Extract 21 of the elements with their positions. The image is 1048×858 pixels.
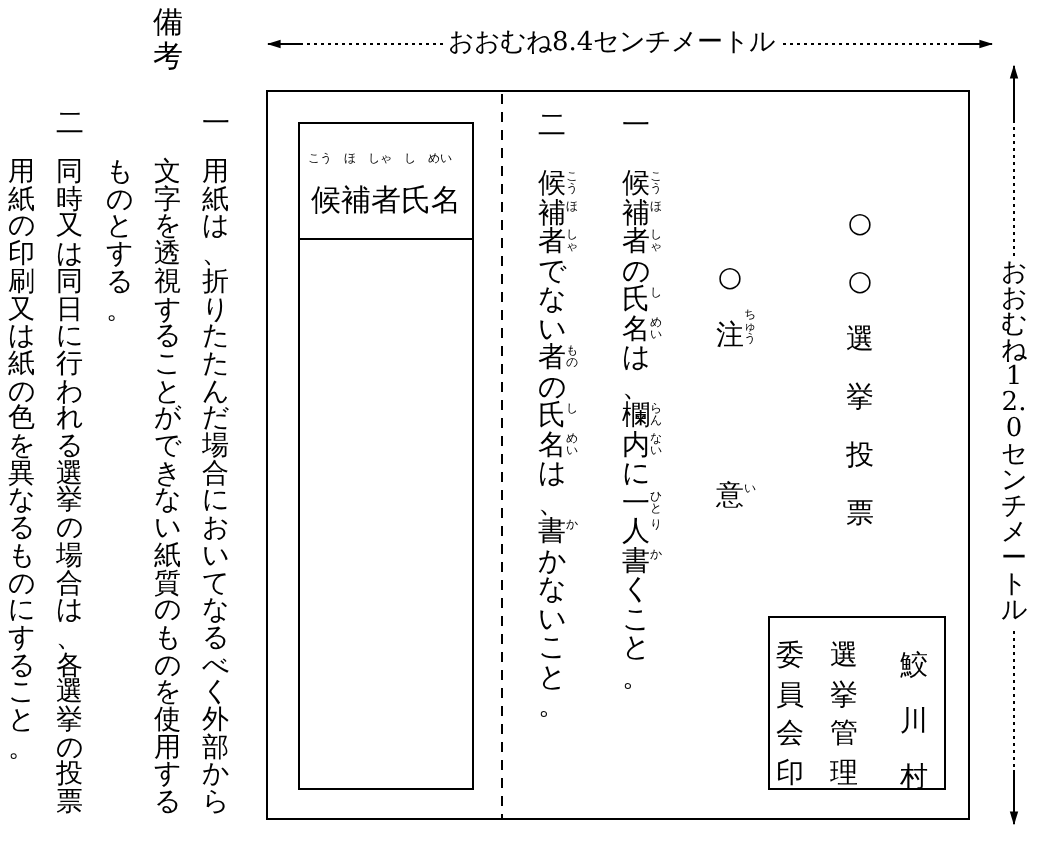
name-heading: 候補者氏名 <box>309 184 463 216</box>
remarks-heading: 備考 <box>153 6 183 74</box>
item-number: 一 <box>202 110 230 138</box>
instruction-text: 候補者の氏名は、欄内に一人書くこと。 <box>622 170 650 692</box>
ballot-frame <box>266 90 970 820</box>
dimension-label: おおむね8.4センチメートル <box>444 28 780 60</box>
instruction-text: 候補者でない者の氏名は、書かないこと。 <box>538 170 566 721</box>
stamp-text: 選挙管理 <box>830 638 858 793</box>
ballot-title: ○○選挙投票 <box>846 206 874 534</box>
stamp-text: 鮫川村 <box>900 648 928 798</box>
stamp-text: 委員会印 <box>776 638 804 793</box>
name-box <box>298 122 474 790</box>
note-text: 同時又は同日に行われる選挙の場合は、各選挙の投票用紙の印刷又は紙の色を異なるものにすること。 <box>8 160 84 820</box>
notice-heading: ○注 <box>716 260 744 356</box>
notice-heading: 意 <box>716 482 744 510</box>
note-text: 用紙は、折りたたんだ場合においてなるべく外部から文字を透視することができない紙質のものを使用するものとする。 <box>106 160 230 820</box>
stamp-box <box>768 616 946 790</box>
item-number: 二 <box>538 112 566 140</box>
dimension-label: おおむね12.0センチメートル <box>999 256 1029 628</box>
item-number: 二 <box>56 110 84 138</box>
item-number: 一 <box>622 112 650 140</box>
